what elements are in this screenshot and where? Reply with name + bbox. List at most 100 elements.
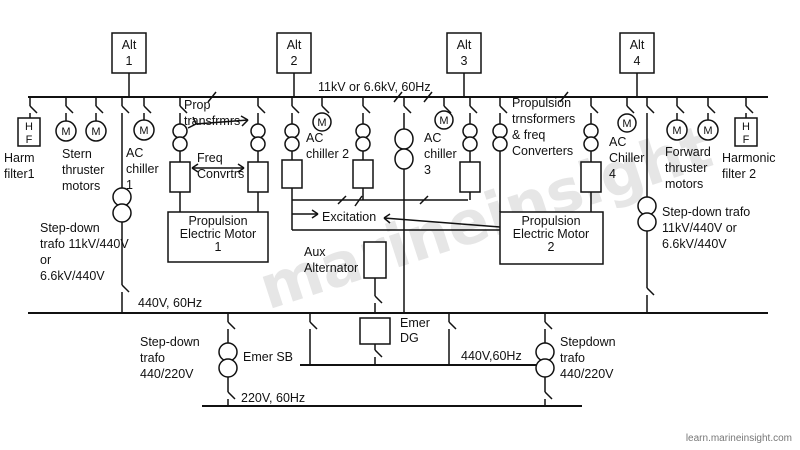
text-line: 2 — [291, 54, 298, 68]
text-line: & freq — [512, 128, 545, 142]
text-line: Electric Motor — [513, 227, 589, 241]
text-line: 11kV/440V or — [662, 221, 737, 235]
text-line: F — [26, 134, 33, 146]
ac-chiller-2: M AC chiller 2 — [281, 97, 349, 230]
alternator-2: Alt 2 — [276, 32, 312, 97]
text-line: Alternator — [304, 261, 358, 275]
text-line: H — [742, 121, 750, 133]
text-line: Step-down — [140, 335, 200, 349]
svg-text:M: M — [622, 118, 631, 130]
text-line: trnsformers — [512, 112, 575, 126]
text-line: Electric Motor — [180, 227, 256, 241]
ac-chiller2-label: AC chiller 2 — [306, 131, 349, 161]
emer-sb-label: Emer SB — [243, 350, 293, 364]
text-line: 1 — [126, 178, 133, 192]
text-line: Aux — [304, 245, 326, 259]
text-line: trafo — [560, 351, 585, 365]
credit-text: learn.marineinsight.com — [686, 433, 792, 444]
text-line: Freq — [197, 151, 223, 165]
bus-220v-label: 220V, 60Hz — [241, 391, 305, 405]
excitation-label: Excitation — [322, 210, 376, 224]
text-line: AC — [424, 131, 441, 145]
stern-thruster-label: Stern thruster motors — [62, 147, 104, 193]
stepdown-440-220-left-label: Step-down trafo 440/220V — [140, 335, 200, 381]
text-line: DG — [400, 331, 419, 345]
svg-text:M: M — [439, 115, 448, 127]
text-line: Forward — [665, 145, 711, 159]
text-line: 440/220V — [560, 367, 614, 381]
svg-text:M: M — [91, 126, 100, 138]
bus-440v-label: 440V, 60Hz — [138, 296, 202, 310]
text-line: motors — [62, 179, 100, 193]
alt-2-label: Alt 2 — [287, 38, 302, 68]
text-line: filter 2 — [722, 167, 756, 181]
text-line: chiller — [126, 162, 159, 176]
svg-text:M: M — [672, 125, 681, 137]
text-line: 440/220V — [140, 367, 194, 381]
text-line: Converters — [512, 144, 573, 158]
text-line: Chiller — [609, 151, 644, 165]
text-line: Alt — [457, 38, 472, 52]
text-line: 6.6kV/440V — [662, 237, 727, 251]
text-line: F — [743, 134, 750, 146]
text-line: trafo — [140, 351, 165, 365]
text-line: thruster — [665, 161, 707, 175]
stern-thruster-motors: M M Stern thruster motors — [55, 97, 107, 193]
text-line: Propulsion — [521, 214, 580, 228]
propulsion-feeder-2a — [459, 97, 508, 212]
text-line: H — [25, 121, 33, 133]
text-line: or — [40, 253, 51, 267]
svg-text:M: M — [61, 126, 70, 138]
text-line: Convrtrs — [197, 167, 244, 181]
text-line: Alt — [122, 38, 137, 52]
text-line: Step-down — [40, 221, 100, 235]
svg-text:M: M — [317, 117, 326, 129]
text-line: AC — [306, 131, 323, 145]
svg-text:M: M — [703, 125, 712, 137]
stepdown-440-220-left: Step-down trafo 440/220V — [140, 313, 238, 406]
text-line: Stern — [62, 147, 92, 161]
text-line: 3 — [424, 163, 431, 177]
centre-transformer-feeder — [394, 97, 414, 312]
text-line: Alt — [630, 38, 645, 52]
svg-text:M: M — [139, 125, 148, 137]
propulsion-feeder-1b — [247, 97, 269, 212]
text-line: thruster — [62, 163, 104, 177]
text-line: AC — [609, 135, 626, 149]
text-line: Harm — [4, 151, 35, 165]
text-line: filter1 — [4, 167, 35, 181]
text-line: Propulsion — [512, 96, 571, 110]
text-line: Propulsion — [188, 214, 247, 228]
text-line: 1 — [215, 240, 222, 254]
text-line: chiller 2 — [306, 147, 349, 161]
text-line: Alt — [287, 38, 302, 52]
text-line: Harmonic — [722, 151, 776, 165]
